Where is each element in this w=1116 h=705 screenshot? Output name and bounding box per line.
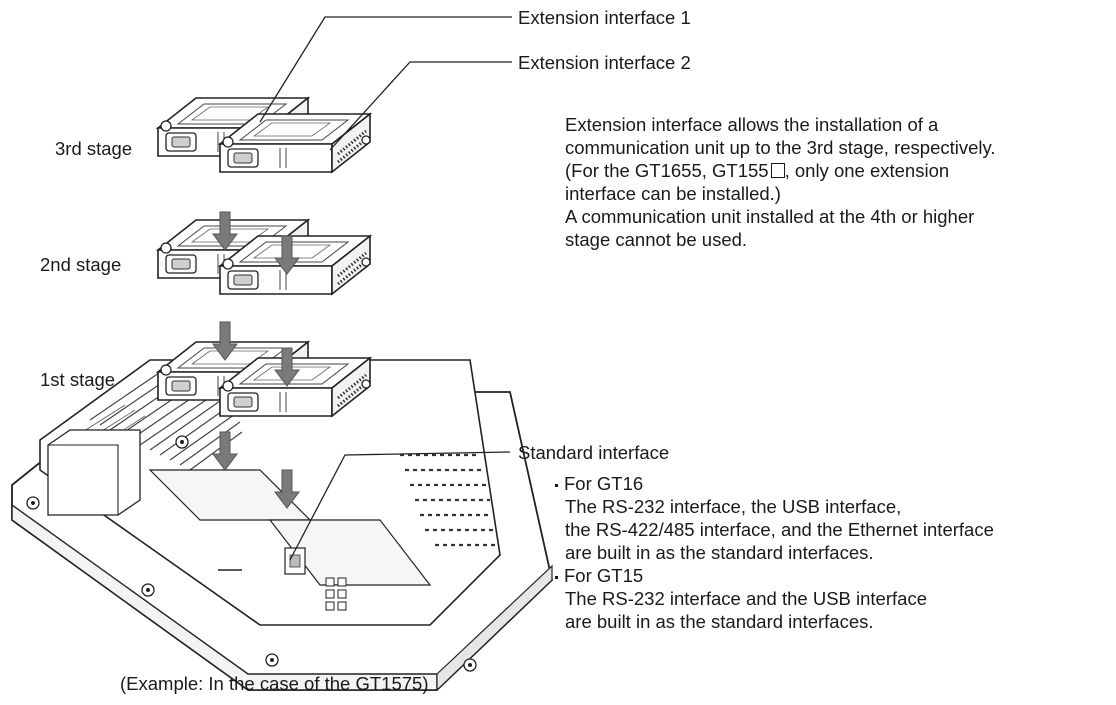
gt16-line-2: the RS-422/485 interface, and the Ethern… [565,518,994,541]
ext-note-line-5: A communication unit installed at the 4t… [565,205,974,228]
bullet-icon [555,576,558,579]
gt15-line-1: The RS-232 interface and the USB interfa… [565,587,927,610]
ext-note-line-2: communication unit up to the 3rd stage, … [565,136,996,159]
gt16-heading: For GT16 [555,472,643,495]
gt16-line-1: The RS-232 interface, the USB interface, [565,495,901,518]
label-1st-stage: 1st stage [40,368,115,391]
gt15-line-2: are built in as the standard interfaces. [565,610,874,633]
label-2nd-stage: 2nd stage [40,253,121,276]
label-extension-interface-1: Extension interface 1 [518,6,691,29]
placeholder-square-icon [771,163,785,178]
gt16-line-3: are built in as the standard interfaces. [565,541,874,564]
ext-note-line-1: Extension interface allows the installat… [565,113,938,136]
label-standard-interface: Standard interface [518,441,669,464]
ext-note-line-6: stage cannot be used. [565,228,747,251]
ext-note-line-4: interface can be installed.) [565,182,781,205]
label-3rd-stage: 3rd stage [55,137,132,160]
ext-note-line-3: (For the GT1655, GT155, only one extensi… [565,159,949,182]
bullet-icon [555,484,558,487]
gt15-heading: For GT15 [555,564,643,587]
example-caption: (Example: In the case of the GT1575) [120,672,429,695]
label-extension-interface-2: Extension interface 2 [518,51,691,74]
